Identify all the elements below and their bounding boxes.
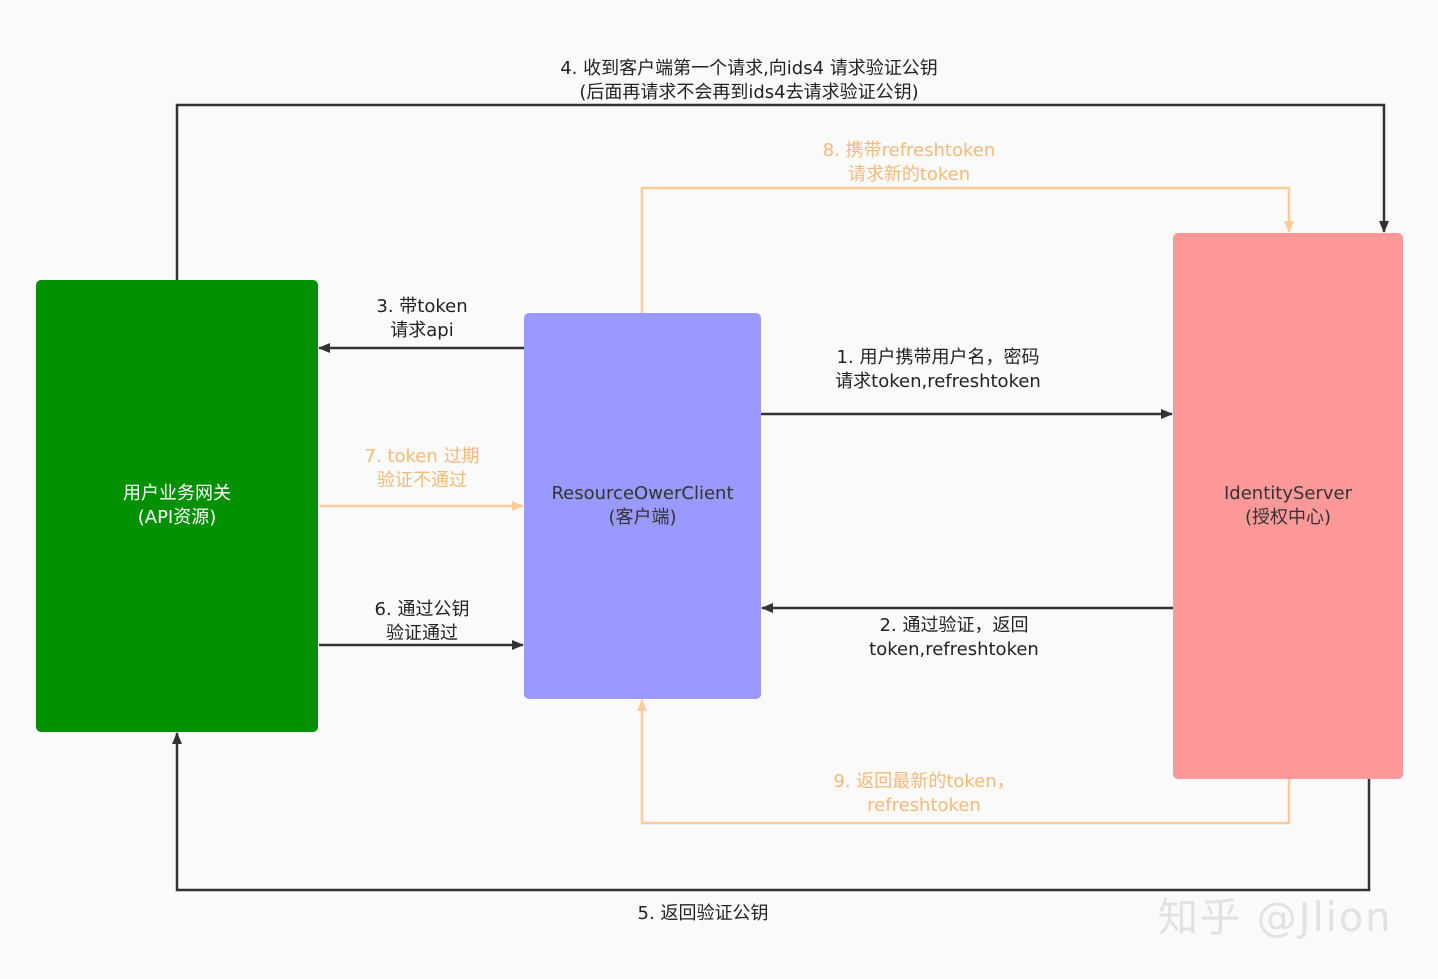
edge-label-step3: 3. 带token 请求api: [376, 296, 468, 341]
gateway-title: 用户业务网关: [123, 483, 231, 504]
edge-label-step7: 7. token 过期 验证不通过: [364, 446, 480, 491]
edge-label-step9: 9. 返回最新的token， refreshtoken: [833, 771, 1015, 816]
edge-step5: [172, 732, 1371, 892]
edge-step8: [640, 186, 1294, 313]
edge-step9: [637, 699, 1291, 825]
edge-label-step4: 4. 收到客户端第一个请求,向ids4 请求验证公钥 (后面再请求不会再到ids…: [560, 58, 938, 103]
edge-step4: [175, 103, 1389, 280]
edge-label-step5: 5. 返回验证公钥: [637, 903, 769, 924]
gateway-subtitle: (API资源): [137, 507, 217, 528]
edge-label-step6: 6. 通过公钥 验证通过: [374, 599, 470, 644]
client-title: ResourceOwerClient: [551, 483, 734, 504]
identity-title: IdentityServer: [1223, 483, 1352, 504]
client-node: ResourceOwerClient (客户端): [524, 313, 761, 699]
client-subtitle: (客户端): [608, 507, 677, 528]
edge-label-step8: 8. 携带refreshtoken 请求新的token: [822, 140, 996, 185]
edge-label-step2: 2. 通过验证，返回 token,refreshtoken: [869, 615, 1039, 660]
gateway-node: 用户业务网关 (API资源): [36, 280, 318, 732]
edge-label-step1: 1. 用户携带用户名，密码 请求token,refreshtoken: [835, 347, 1041, 392]
identity-server-node: IdentityServer (授权中心): [1173, 233, 1403, 779]
identity-subtitle: (授权中心): [1244, 507, 1332, 528]
watermark: 知乎 @Jlion: [1158, 895, 1393, 941]
